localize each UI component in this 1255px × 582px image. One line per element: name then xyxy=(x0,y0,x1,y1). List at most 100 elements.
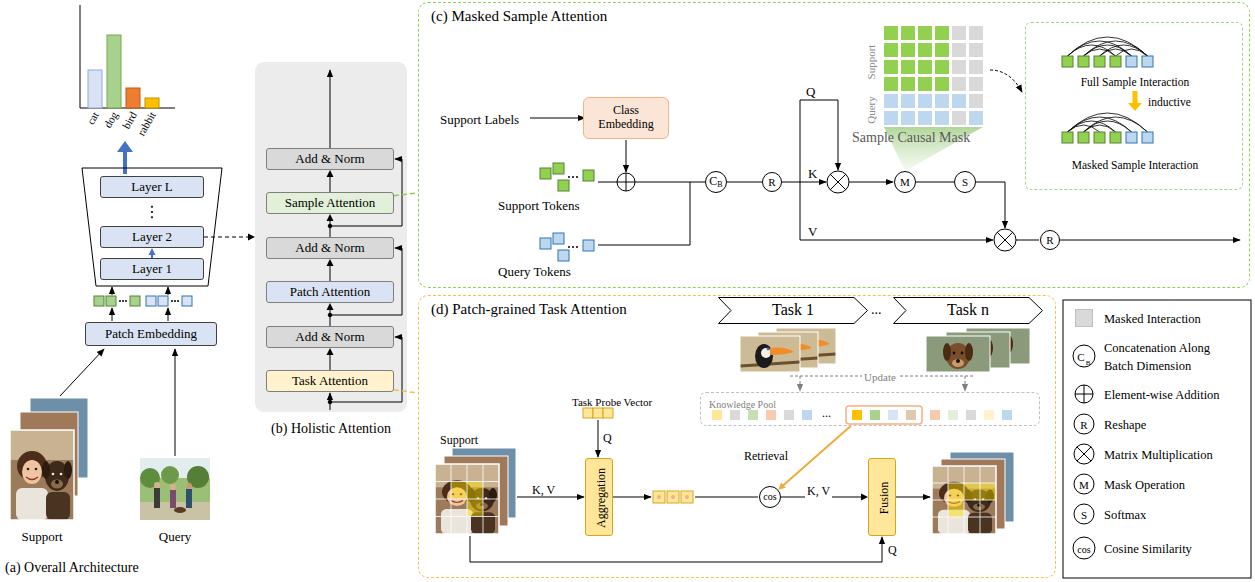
text-holder: Sample Causal Mask xyxy=(852,128,970,146)
multiply-symbol xyxy=(830,174,846,190)
text-label: Concatenation Along Batch Dimension xyxy=(1104,341,1210,373)
mask-grid xyxy=(969,94,983,108)
support-tokens xyxy=(568,176,570,178)
attention-box: Patch Attention xyxy=(266,281,394,303)
connector-line xyxy=(330,176,331,192)
text-label: M xyxy=(900,176,910,189)
text-holder: Support Tokens xyxy=(498,196,580,214)
text-holder: ... xyxy=(822,403,831,421)
task1-photos xyxy=(740,328,836,372)
mask-grid xyxy=(952,26,966,40)
flow-arrow xyxy=(613,497,651,498)
mask-grid xyxy=(884,43,898,57)
text-holder: inductive xyxy=(1148,92,1191,110)
text-label: (c) Masked Sample Attention xyxy=(431,8,607,24)
support-patches xyxy=(467,499,483,517)
query-tokens xyxy=(576,246,578,248)
flow-arrow xyxy=(849,182,893,183)
text-holder: K, V xyxy=(805,481,832,499)
text-holder: K, V xyxy=(532,480,555,498)
pool-vectors xyxy=(888,410,898,420)
task-vector xyxy=(667,491,679,503)
aggregation-box: Aggregation xyxy=(585,458,613,536)
flow-arrow xyxy=(112,308,113,321)
text-label: S xyxy=(962,176,968,189)
interaction-panel: Full Sample InteractioninductiveMasked S… xyxy=(1025,22,1243,190)
legend-symbols xyxy=(1084,385,1085,403)
mask-grid xyxy=(969,60,983,74)
output-patches xyxy=(932,452,1014,534)
arrow-head xyxy=(149,248,156,255)
text-holder: (c) Masked Sample Attention xyxy=(431,7,607,25)
support-patches xyxy=(435,464,499,534)
query-photo xyxy=(140,458,210,520)
interaction-arcs xyxy=(1116,49,1148,56)
taskn-photos xyxy=(926,336,990,372)
interaction-arcs xyxy=(1068,113,1148,132)
text-holder: B xyxy=(1086,351,1091,369)
mask-grid xyxy=(935,111,949,125)
add-symbol xyxy=(626,173,627,191)
text-holder: Update xyxy=(862,367,898,385)
connector-line xyxy=(330,309,331,326)
interaction-arcs xyxy=(1084,117,1148,132)
text-label: Query xyxy=(159,529,192,544)
connector-line xyxy=(727,182,762,183)
interaction-arcs xyxy=(1084,49,1116,56)
flow-arrow xyxy=(168,287,169,295)
connector-line xyxy=(394,390,418,393)
interaction-tokens xyxy=(1110,132,1121,143)
layer-box: Layer 1 xyxy=(100,258,204,280)
probe-vector xyxy=(593,408,603,418)
support-patches xyxy=(435,448,516,534)
support-photos xyxy=(10,398,88,520)
pool-vectors xyxy=(852,410,862,420)
chev-outline xyxy=(719,298,868,324)
text-holder: (b) Holistic Attention xyxy=(271,419,391,437)
output-patches xyxy=(932,466,996,534)
interaction-arcs xyxy=(1068,37,1148,56)
operator-circle: R xyxy=(1040,230,1060,250)
legend-symbols xyxy=(1073,537,1095,559)
text-holder: R xyxy=(1080,415,1087,433)
interaction-tokens xyxy=(1078,56,1089,67)
text-label: Masked Interaction xyxy=(1104,312,1201,326)
operator-circle: M xyxy=(894,171,916,193)
fusion-box: Fusion xyxy=(868,458,896,536)
text-holder: Support xyxy=(440,430,478,448)
text-holder: ... xyxy=(871,300,882,318)
connector xyxy=(394,193,418,196)
connector xyxy=(149,248,156,258)
chev-outline xyxy=(894,298,1043,324)
flow-arrow xyxy=(695,497,758,498)
pool-vectors xyxy=(802,410,812,420)
task-vector xyxy=(671,495,675,499)
pool-vectors xyxy=(766,410,776,420)
text-holder: K xyxy=(808,164,817,182)
text-label: Add & Norm xyxy=(295,241,364,256)
multiply-symbol xyxy=(830,174,846,190)
text-label: Aggregation xyxy=(594,468,608,528)
legend-entry: Element-wise Addition xyxy=(1104,385,1236,403)
token-row xyxy=(125,300,127,302)
text-label: Task Probe Vector xyxy=(572,396,652,408)
text-label: Update xyxy=(862,371,898,383)
mask-grid xyxy=(884,111,898,125)
mask-grid xyxy=(969,111,983,125)
legend-symbols xyxy=(1077,447,1091,461)
text-label: Layer 2 xyxy=(132,230,172,245)
mask-grid xyxy=(935,94,949,108)
text-holder: Query Tokens xyxy=(498,262,571,280)
interaction-arcs xyxy=(1068,121,1116,132)
mask-grid xyxy=(918,94,932,108)
update-line xyxy=(800,376,801,391)
text-holder: Task Probe Vector xyxy=(572,392,652,410)
text-label: Retrieval xyxy=(742,449,790,463)
module-panel: (c) Masked Sample AttentionClass Embeddi… xyxy=(418,2,1250,288)
connector-line xyxy=(916,182,954,183)
panel-ground xyxy=(255,62,407,412)
text-holder: S xyxy=(1081,505,1087,523)
trap-outline xyxy=(82,168,222,286)
text-label: cos xyxy=(1077,544,1090,555)
